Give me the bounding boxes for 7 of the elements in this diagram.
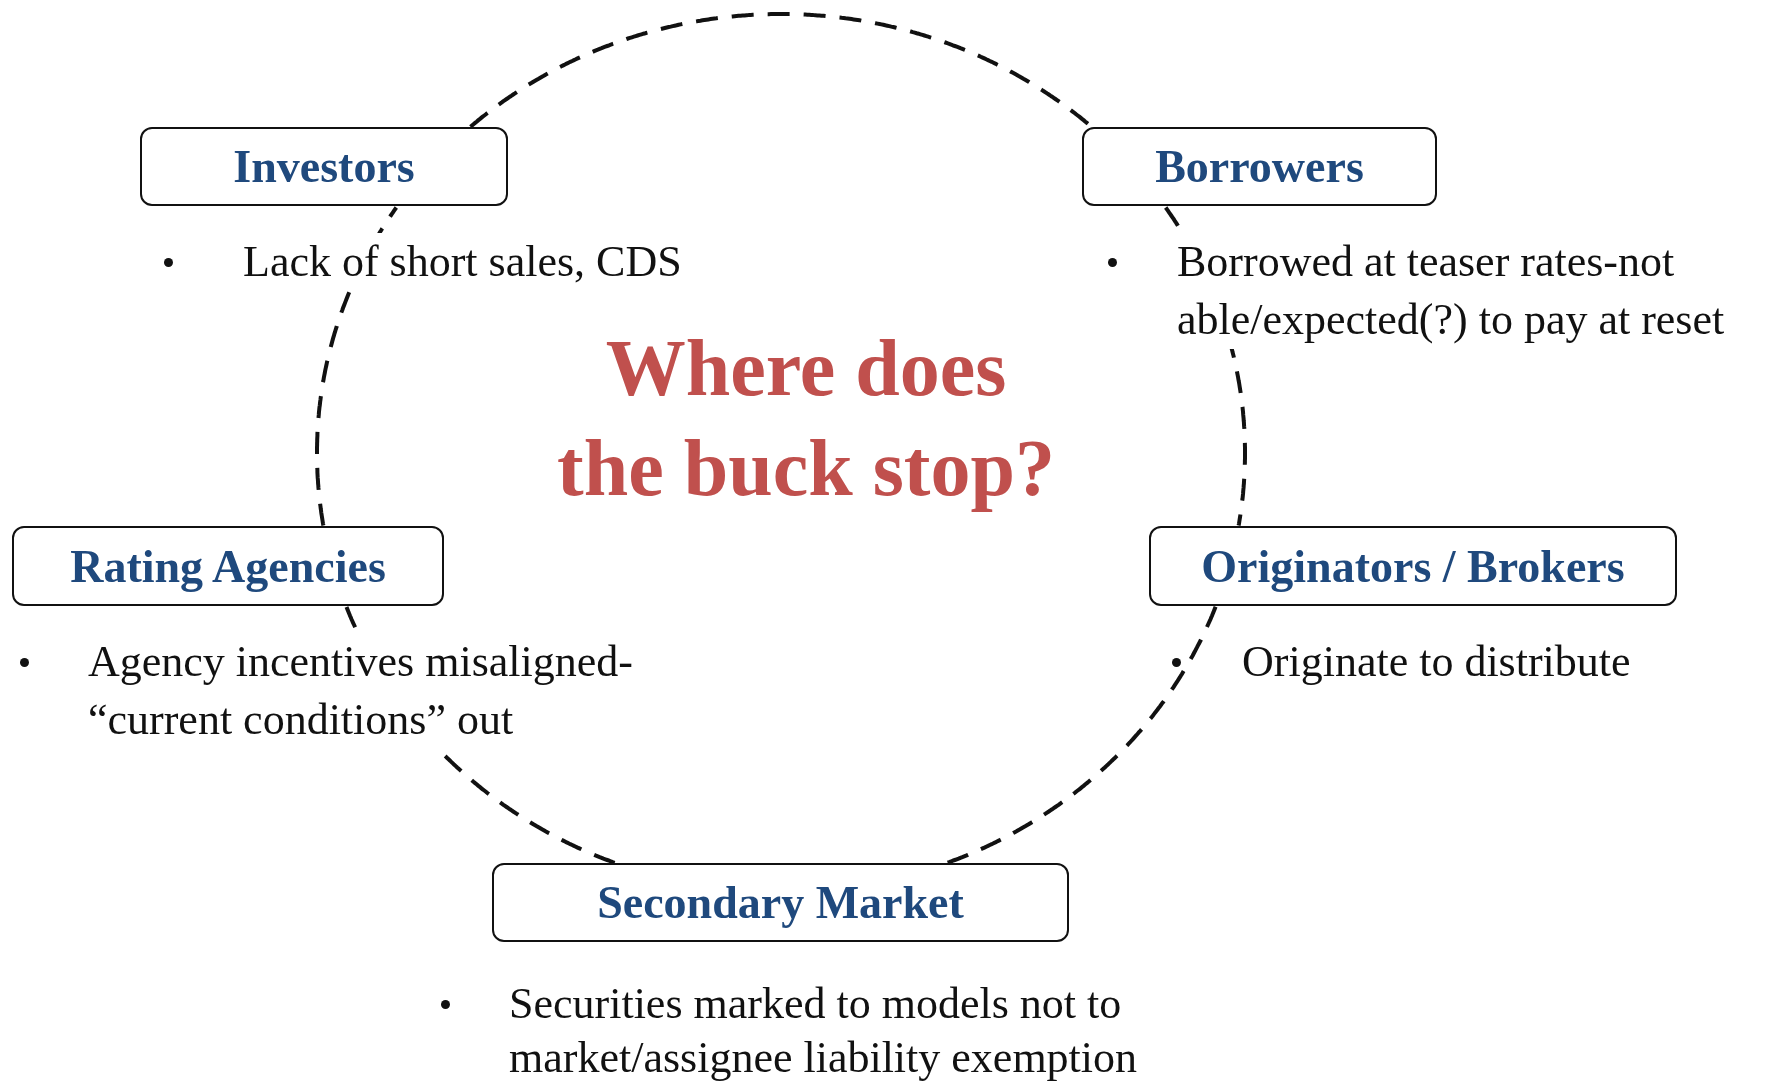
label-box: Borrowers	[1082, 127, 1437, 206]
diagram-title: Where does the buck stop?	[556, 323, 1056, 514]
label-box: Originators / Brokers	[1149, 526, 1677, 606]
label-box: Investors	[140, 127, 508, 206]
dashed-connector	[946, 605, 1218, 865]
label-box: Rating Agencies	[12, 526, 444, 606]
label-box: Secondary Market	[492, 863, 1069, 942]
